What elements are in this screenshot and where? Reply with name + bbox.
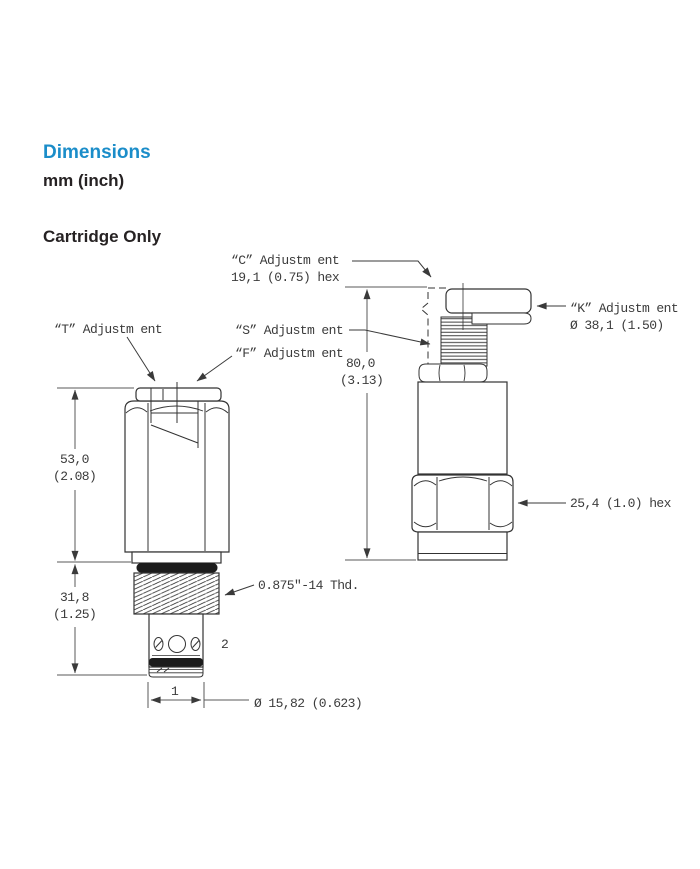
units-label: mm (inch) (43, 171, 125, 190)
dimension-lines (57, 286, 427, 708)
thread-callout-label: 0.875"-14 Thd. (258, 578, 359, 593)
dim-80-mm: 80,0 (346, 356, 375, 371)
right-valve-drawing (411, 283, 532, 561)
t-adjustment-label: “T” Adjustm ent (54, 322, 163, 337)
k-diameter-label: Ø 38,1 (1.50) (570, 318, 664, 333)
k-adjustment-label: “K” Adjustm ent (570, 301, 679, 316)
c-adjustment-label: “C” Adjustm ent (231, 253, 340, 268)
dim-53-inch: (2.08) (53, 469, 97, 484)
bottom-diameter-label: Ø 15,82 (0.623) (254, 696, 363, 711)
s-adjustment-label: “S” Adjustm ent (235, 323, 344, 338)
dim-31-mm: 31,8 (60, 590, 89, 605)
left-valve-drawing (124, 382, 230, 678)
hex-flats-label: 25,4 (1.0) hex (570, 496, 671, 511)
port-1-label: 1 (171, 684, 179, 699)
f-adjustment-label: “F” Adjustm ent (235, 346, 344, 361)
section-title: Cartridge Only (43, 227, 162, 246)
dim-53-mm: 53,0 (60, 452, 89, 467)
dim-31-inch: (1.25) (53, 607, 97, 622)
dim-80-inch: (3.13) (340, 373, 384, 388)
leader-lines (126, 260, 566, 596)
c-hex-label: 19,1 (0.75) hex (231, 270, 340, 285)
page-title: Dimensions (43, 142, 151, 163)
port-2-label: 2 (221, 637, 229, 652)
